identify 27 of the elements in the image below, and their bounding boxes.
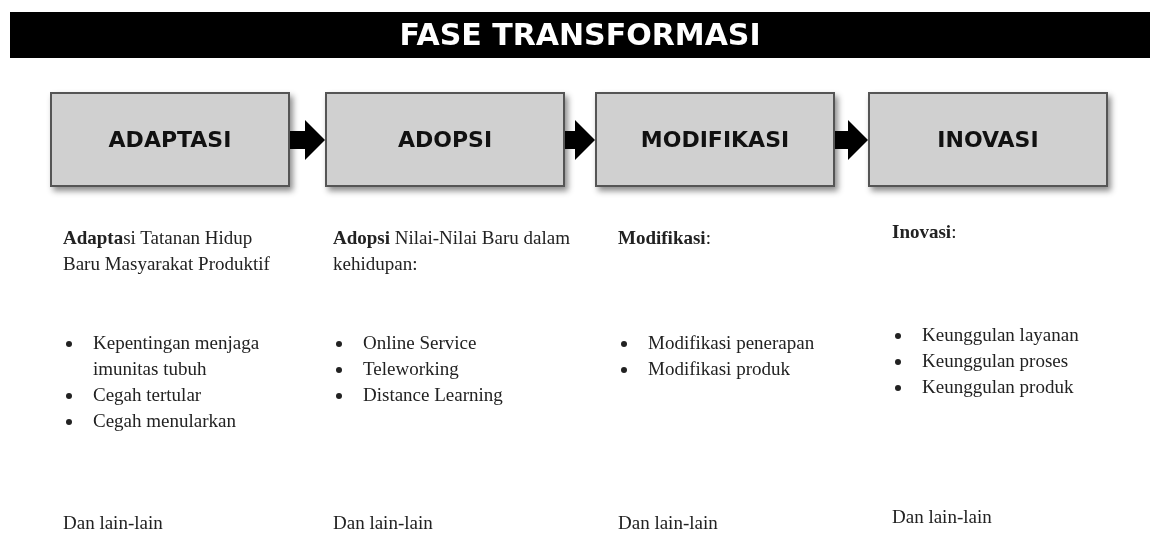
phase-box: ADOPSI bbox=[325, 92, 565, 187]
bullet-item: Cegah menularkan bbox=[93, 409, 237, 433]
column-heading: Modifikasi: bbox=[618, 226, 712, 250]
column-heading: Adopsi Nilai-Nilai Baru dalam kehidupan: bbox=[333, 226, 571, 276]
bullet-item: Keunggulan produk bbox=[922, 375, 1075, 399]
closing-note: Dan lain-lain bbox=[618, 511, 718, 533]
title-banner: FASE TRANSFORMASI bbox=[10, 12, 1150, 58]
phase-box: MODIFIKASI bbox=[595, 92, 835, 187]
bullet-item: Keunggulan layanan bbox=[922, 323, 1080, 347]
closing-note: Dan lain-lain bbox=[63, 511, 163, 533]
closing-note: Dan lain-lain bbox=[333, 511, 433, 533]
bullet-item: Modifikasi produk bbox=[648, 357, 791, 381]
bullet-item: Teleworking bbox=[363, 357, 460, 381]
bullet-item: Distance Learning bbox=[363, 383, 504, 407]
column-heading: Adaptasi Tatanan Hidup Baru Masyarakat Produktif bbox=[63, 226, 271, 276]
bullet-item: Kepentingan menjaga imunitas tubuh bbox=[93, 331, 261, 381]
closing-note: Dan lain-lain bbox=[892, 505, 992, 529]
bullet-item: Online Service bbox=[363, 331, 478, 355]
bullet-item: Cegah tertular bbox=[93, 383, 203, 407]
bullet-item: Keunggulan proses bbox=[922, 349, 1070, 373]
bullet-item: Modifikasi penerapan bbox=[648, 331, 816, 355]
block-arrow bbox=[565, 120, 595, 160]
block-arrow bbox=[290, 120, 325, 160]
column-heading: Inovasi: bbox=[892, 220, 958, 244]
phase-box: ADAPTASI bbox=[50, 92, 290, 187]
phase-box: INOVASI bbox=[868, 92, 1108, 187]
block-arrow bbox=[835, 120, 868, 160]
